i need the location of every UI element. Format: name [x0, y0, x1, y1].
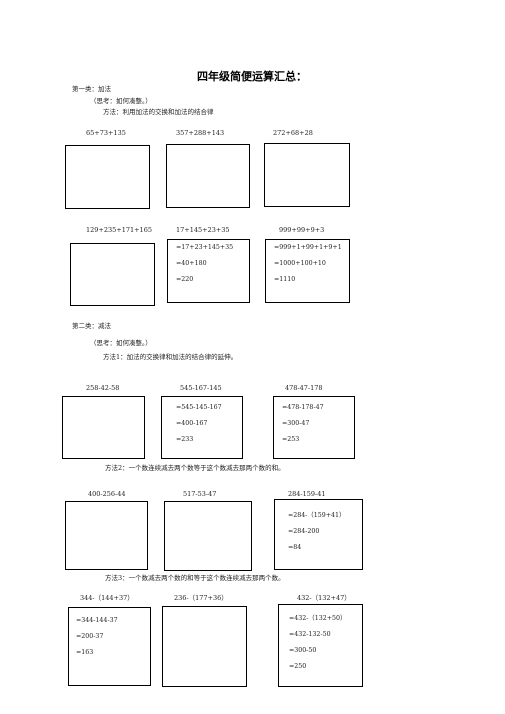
- problem-expression: 357+288+143: [176, 129, 225, 137]
- solution-step: =284-（159+41）: [288, 512, 346, 519]
- solution-step: =220: [176, 276, 194, 283]
- solution-step: =1110: [274, 276, 296, 283]
- problem-expression: 65+73+135: [86, 129, 126, 137]
- solution-step: =432-132-50: [289, 631, 331, 638]
- problem-expression: 17+145+23+35: [176, 226, 230, 234]
- answer-box[interactable]: =284-（159+41） =284-200 =84: [274, 499, 363, 570]
- solution-step: =344-144-37: [76, 617, 118, 624]
- answer-box[interactable]: [70, 243, 155, 306]
- answer-box[interactable]: [65, 501, 148, 570]
- section-heading-subtraction: 第二类：减法: [72, 322, 111, 330]
- answer-box[interactable]: =17+23+145+35 =40+180 =220: [167, 239, 250, 303]
- answer-box[interactable]: =999+1+99+1+9+1 =1000+100+10 =1110: [265, 239, 350, 303]
- page-title: 四年级简便运算汇总：: [197, 70, 307, 83]
- solution-step: =432-（132+50）: [289, 615, 347, 622]
- solution-step: =84: [288, 544, 302, 551]
- problem-expression: 517-53-47: [183, 490, 217, 498]
- problem-expression: 236-（177+36）: [174, 594, 228, 602]
- solution-step: =250: [289, 663, 307, 670]
- solution-step: =17+23+145+35: [176, 244, 234, 251]
- problem-expression: 272+68+28: [273, 129, 313, 137]
- answer-box[interactable]: =344-144-37 =200-37 =163: [68, 607, 151, 686]
- solution-step: =999+1+99+1+9+1: [274, 244, 342, 251]
- solution-step: =163: [76, 649, 94, 656]
- answer-box[interactable]: [162, 606, 247, 687]
- solution-step: =284-200: [288, 528, 320, 535]
- answer-box[interactable]: [166, 144, 250, 208]
- method-2: 方法2：一个数连续减去两个数等于这个数减去那两个数的和。: [105, 464, 285, 472]
- problem-expression: 284-159-41: [288, 490, 326, 498]
- think-note-subtraction: （思考：如何凑整。）: [90, 339, 152, 347]
- problem-expression: 432-（132+47）: [297, 594, 351, 602]
- section-heading-addition: 第一类：加法: [72, 85, 111, 93]
- solution-step: =300-47: [282, 420, 310, 427]
- method-1: 方法1：加法的交换律和加法的结合律的延伸。: [103, 353, 238, 361]
- method-addition: 方法：利用加法的交换和加法的结合律: [103, 108, 214, 116]
- problem-expression: 999+99+9+3: [279, 226, 325, 234]
- solution-step: =478-178-47: [282, 404, 324, 411]
- problem-expression: 344-（144+37）: [80, 594, 134, 602]
- problem-expression: 478-47-178: [285, 384, 323, 392]
- answer-box[interactable]: =432-（132+50） =432-132-50 =300-50 =250: [278, 604, 363, 687]
- solution-step: =253: [282, 436, 300, 443]
- solution-step: =200-37: [76, 633, 104, 640]
- problem-expression: 400-256-44: [88, 490, 126, 498]
- answer-box[interactable]: [164, 501, 252, 571]
- problem-expression: 545-167-145: [180, 384, 222, 392]
- think-note-addition: （思考：如何凑整。）: [90, 97, 152, 105]
- solution-step: =40+180: [176, 260, 207, 267]
- answer-box[interactable]: [264, 143, 350, 207]
- method-3: 方法3：一个数减去两个数的和等于这个数连续减去那两个数。: [105, 574, 285, 582]
- solution-step: =545-145-167: [176, 404, 222, 411]
- solution-step: =300-50: [289, 647, 317, 654]
- answer-box[interactable]: =545-145-167 =400-167 =233: [161, 396, 243, 459]
- solution-step: =233: [176, 436, 194, 443]
- answer-box[interactable]: =478-178-47 =300-47 =253: [273, 396, 355, 459]
- solution-step: =1000+100+10: [274, 260, 326, 267]
- problem-expression: 129+235+171+165: [86, 226, 152, 234]
- answer-box[interactable]: [65, 145, 150, 209]
- solution-step: =400-167: [176, 420, 208, 427]
- answer-box[interactable]: [62, 396, 145, 459]
- problem-expression: 258-42-58: [86, 384, 120, 392]
